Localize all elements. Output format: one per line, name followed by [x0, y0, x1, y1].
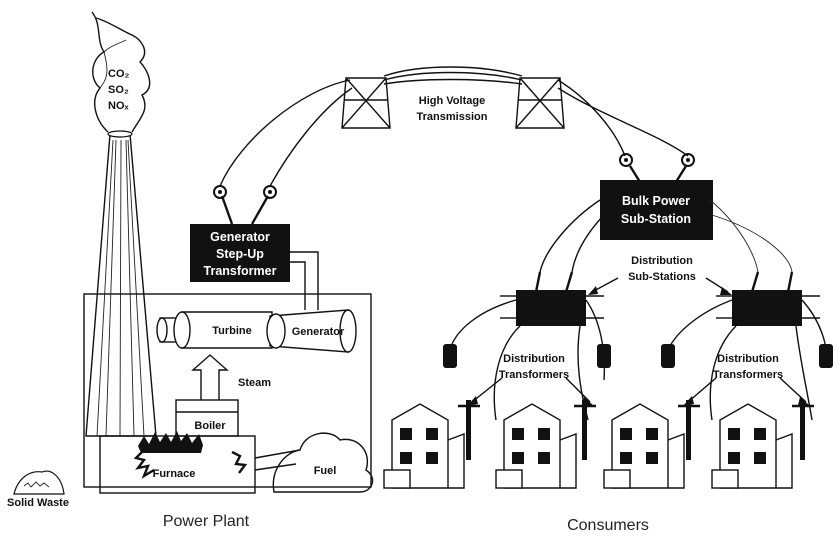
power-plant-caption: Power Plant [163, 513, 250, 530]
distribution-substation-right [716, 290, 820, 326]
gsu-insulators [213, 185, 277, 225]
bulk-label-line1: Bulk Power [622, 194, 690, 208]
dist-transformer-left-line2: Transformers [499, 369, 569, 381]
high-voltage-lines [219, 66, 689, 187]
house-2 [495, 403, 577, 489]
dist-substation-pointers [588, 277, 732, 295]
furnace-label: Furnace [153, 468, 196, 480]
distribution-transformers [443, 344, 833, 368]
consumers-caption: Consumers [567, 517, 649, 534]
boiler-label: Boiler [194, 420, 226, 432]
transmission-tower-right [515, 77, 565, 129]
emission-co2-label: CO₂ [108, 68, 130, 80]
steam-label: Steam [238, 377, 271, 389]
smokestack [85, 130, 157, 437]
gsu-transformer-box [190, 224, 290, 282]
house-3 [603, 403, 685, 489]
fuel-pile [254, 432, 374, 493]
house-4 [711, 403, 793, 489]
emission-so2-label: SO₂ [108, 84, 129, 96]
dist-substation-label-line1: Distribution [631, 255, 693, 267]
house-1 [383, 403, 465, 489]
dist-substation-label-line2: Sub-Stations [628, 271, 696, 283]
bulk-substation-insulators [619, 153, 695, 183]
bulk-label-line2: Sub-Station [621, 212, 691, 226]
bulk-substation-box [600, 180, 713, 240]
transmission-label-line1: High Voltage [419, 95, 485, 107]
gsu-label-line1: Generator [210, 230, 270, 244]
dist-transformer-pointers [467, 377, 810, 406]
dist-transformer-right-line1: Distribution [717, 353, 779, 365]
plant-building-outline [83, 293, 372, 488]
emission-nox-label: NOₓ [108, 100, 130, 112]
gsu-label-line3: Transformer [204, 264, 277, 278]
transmission-label-line2: Transmission [417, 111, 488, 123]
distribution-substation-left [500, 290, 604, 326]
transmission-tower-left [341, 77, 391, 129]
dist-transformer-left-line1: Distribution [503, 353, 565, 365]
boiler-box [175, 399, 239, 437]
turbine-label: Turbine [212, 325, 252, 337]
gsu-label-line2: Step-Up [216, 247, 264, 261]
generator-label: Generator [292, 326, 345, 338]
utility-poles [458, 400, 814, 460]
fuel-label: Fuel [314, 465, 337, 477]
furnace-block [99, 431, 256, 494]
steam-arrow [191, 354, 229, 400]
dist-transformer-right-line2: Transformers [713, 369, 783, 381]
turbine-generator-shaft [156, 309, 357, 353]
subtransmission-lines [534, 199, 794, 293]
solid-waste-label: Solid Waste [7, 497, 69, 509]
generator-leads [290, 251, 319, 310]
smoke-plume [91, 11, 151, 133]
solid-waste-pile [13, 470, 65, 495]
